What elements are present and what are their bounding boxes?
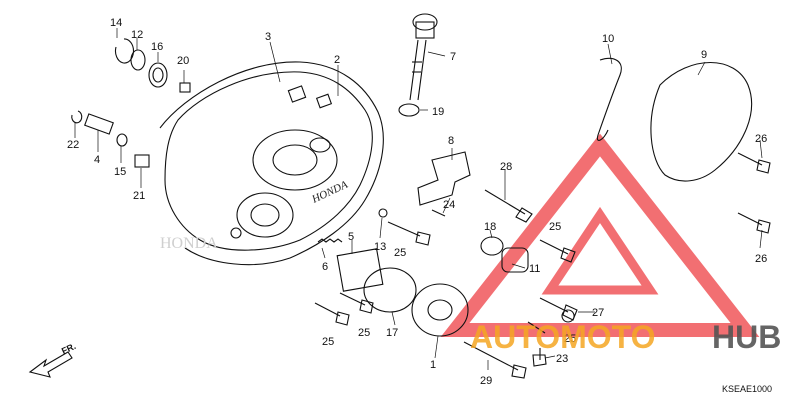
part-label-10: 10 [602,33,614,45]
o-ring-19 [398,103,420,117]
part-label-27: 27 [592,307,604,319]
part-label-4: 4 [94,154,100,166]
bolts [314,152,771,379]
cover-brand-text: HONDA [309,179,350,206]
part-label-6: 6 [322,261,328,273]
sprocket-cover [596,57,753,182]
part-label-1: 1 [430,359,436,371]
part-label-11: 11 [529,263,540,275]
oil-filler-cap [409,13,438,101]
leader-lines [74,28,763,370]
part-label-14: 14 [110,17,122,29]
part-label-9: 9 [701,49,707,61]
part-label-24: 24 [443,199,455,211]
bracket-8 [417,151,471,206]
part-label-16: 16 [151,41,163,53]
part-label-20: 20 [177,55,189,67]
part-label-21: 21 [133,190,145,202]
part-label-18: 18 [484,221,496,233]
part-label-19: 19 [432,106,444,118]
part-label-5: 5 [348,231,354,243]
seal-parts-left [71,110,150,168]
part-label-22: 22 [67,139,79,151]
part-label-25a: 25 [549,221,561,233]
cover-brand-shadow-text: HONDA [160,235,218,252]
part-label-23: 23 [556,353,568,365]
part-label-25b: 25 [394,247,406,259]
part-label-26a: 26 [755,133,767,145]
part-label-29: 29 [480,375,492,387]
front-direction-arrow: FR. [28,341,77,378]
part-label-7: 7 [450,51,456,63]
part-labels: 1 2 3 4 5 6 7 8 9 10 11 12 13 14 15 16 1… [67,17,767,387]
watermark-text-right: HUB [712,319,781,355]
part-label-12: 12 [131,29,143,41]
part-label-25d: 25 [322,336,334,348]
front-direction-label: FR. [60,341,77,356]
watermark-logo [440,133,760,337]
part-label-13: 13 [374,241,386,253]
seal-parts-top-left [114,38,191,93]
part-label-26b: 26 [755,253,767,265]
part-label-8: 8 [448,135,454,147]
part-label-28: 28 [500,161,512,173]
part-label-2: 2 [334,54,340,66]
diagram-code: KSEAE1000 [722,384,772,394]
part-label-25c: 25 [358,327,370,339]
part-label-17: 17 [386,327,398,339]
part-label-3: 3 [265,31,271,43]
part-label-15: 15 [114,166,126,178]
part-label-25e: 25 [564,333,576,345]
watermark-text: AUTOMOTO HUB [470,319,781,355]
watermark-text-left: AUTOMOTO [470,319,655,355]
